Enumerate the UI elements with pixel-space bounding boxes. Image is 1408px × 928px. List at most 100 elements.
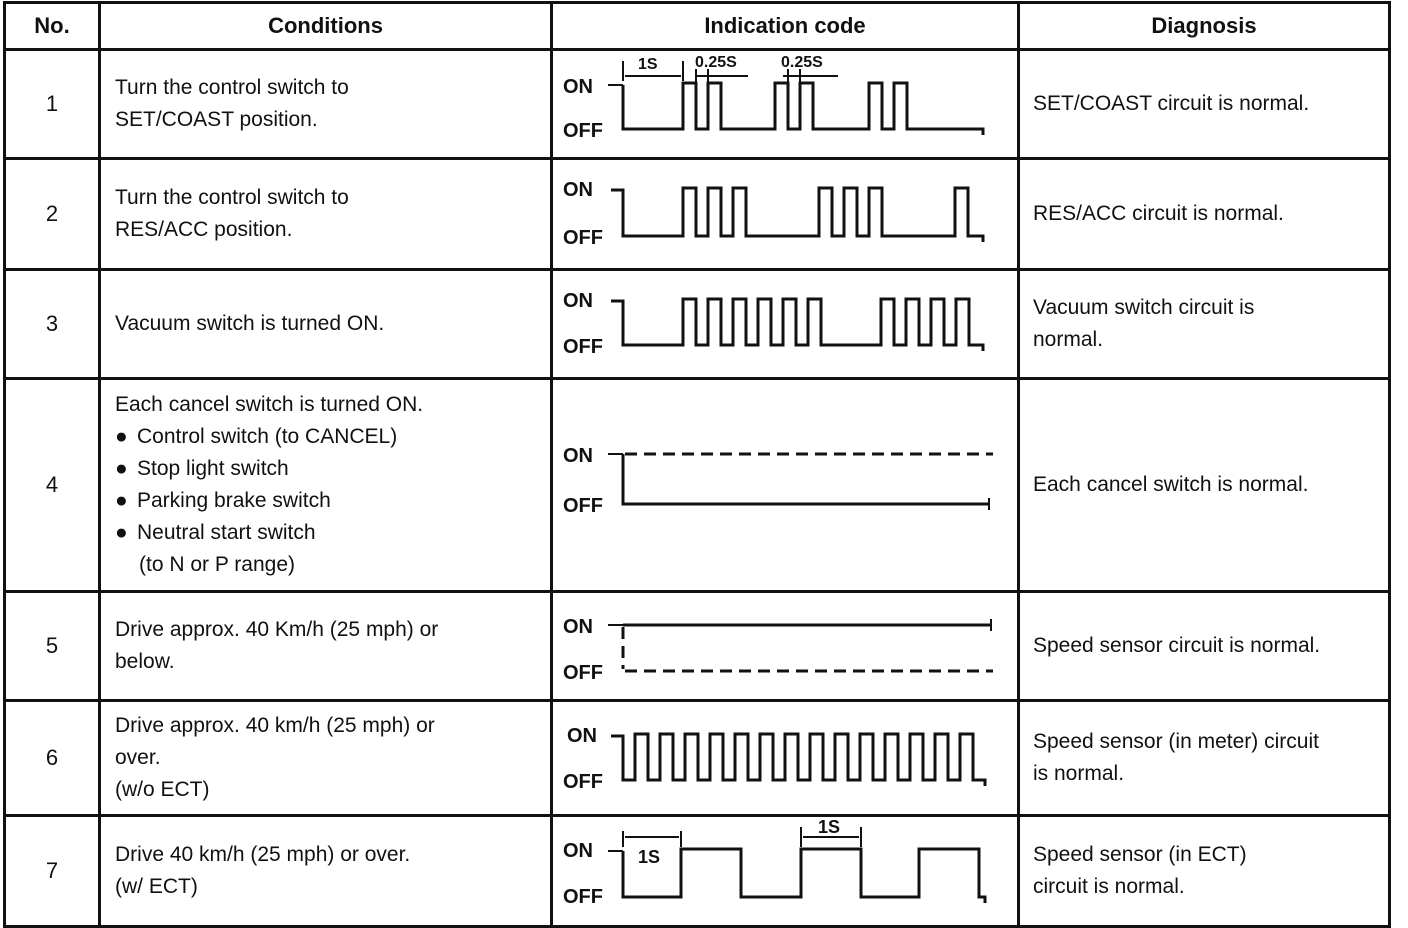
condition-line: Turn the control switch to	[115, 186, 349, 209]
condition-line: Drive approx. 40 km/h (25 mph) or	[115, 714, 435, 737]
timing-quarter-label: 0.25S	[695, 54, 737, 71]
off-label: OFF	[563, 495, 603, 517]
condition-bullet: ● Stop light switch	[115, 453, 550, 485]
on-label: ON	[563, 76, 593, 98]
bullet-text: Parking brake switch	[137, 489, 331, 512]
off-label: OFF	[563, 227, 603, 249]
diagnosis-line: Each cancel switch is normal.	[1033, 473, 1309, 496]
bullet-icon: ●	[115, 457, 128, 480]
indication-cell: ON OFF 1S 0.25S 0.25S	[550, 48, 1020, 160]
diagnosis-line: Speed sensor circuit is normal.	[1033, 634, 1321, 657]
condition-line: RES/ACC position.	[115, 218, 293, 241]
condition-line: SET/COAST position.	[115, 108, 318, 131]
table-row: 3 Vacuum switch is turned ON. ON OFF Vac…	[3, 268, 1391, 380]
row-number: 5	[3, 590, 101, 702]
on-label: ON	[563, 290, 593, 312]
header-no: No.	[3, 1, 101, 51]
timing-1s-label: 1S	[818, 817, 840, 837]
indication-cell: ON OFF	[550, 590, 1020, 702]
on-label: ON	[563, 840, 593, 862]
timing-1s-label: 1S	[638, 56, 658, 73]
row-number: 3	[3, 268, 101, 380]
diagnosis-line: RES/ACC circuit is normal.	[1033, 202, 1284, 225]
on-label: ON	[563, 445, 593, 467]
waveform-vacuum: ON OFF	[563, 290, 985, 358]
table-row: 5 Drive approx. 40 Km/h (25 mph) or belo…	[3, 590, 1391, 702]
indication-cell: ON OFF 1S 1S	[550, 814, 1020, 928]
condition-line: Drive approx. 40 Km/h (25 mph) or	[115, 618, 439, 641]
timing-quarter-label: 0.25S	[781, 54, 823, 71]
on-label: ON	[567, 725, 597, 747]
off-label: OFF	[563, 120, 603, 142]
diagnosis-cell: Speed sensor circuit is normal.	[1017, 590, 1391, 702]
row-number: 7	[3, 814, 101, 928]
condition-bullet: ● Neutral start switch	[115, 517, 550, 549]
row-number: 1	[3, 48, 101, 160]
waveform-speed-below: ON OFF	[563, 616, 993, 684]
condition-bullet: ●Control switch (to CANCEL)	[115, 421, 550, 453]
diagnosis-cell: Each cancel switch is normal.	[1017, 377, 1391, 593]
indication-cell: ON OFF	[550, 268, 1020, 380]
diagnosis-table: No. Conditions Indication code Diagnosis…	[3, 1, 1391, 928]
condition-cell: Vacuum switch is turned ON.	[98, 268, 553, 380]
bullet-text: Control switch (to CANCEL)	[137, 425, 398, 448]
off-label: OFF	[563, 336, 603, 358]
diagnosis-line: Speed sensor (in meter) circuit	[1033, 730, 1319, 753]
condition-cell: Drive approx. 40 km/h (25 mph) or over. …	[98, 699, 553, 817]
row-number: 6	[3, 699, 101, 817]
waveform-cancel: ON OFF	[563, 445, 993, 517]
condition-line: (w/ ECT)	[115, 875, 198, 898]
diagnosis-cell: Speed sensor (in meter) circuit is norma…	[1017, 699, 1391, 817]
diagnosis-line: Speed sensor (in ECT)	[1033, 843, 1247, 866]
condition-cell: Drive approx. 40 Km/h (25 mph) or below.	[98, 590, 553, 702]
waveform-speed-ect: ON OFF 1S 1S	[563, 817, 987, 908]
waveform-set-coast: ON OFF 1S 0.25S 0.25S	[563, 54, 985, 142]
bullet-text: Stop light switch	[137, 457, 289, 480]
header-diagnosis: Diagnosis	[1017, 1, 1391, 51]
timing-1s-label: 1S	[638, 847, 660, 867]
condition-line: (w/o ECT)	[115, 778, 210, 801]
condition-cell: Turn the control switch to SET/COAST pos…	[98, 48, 553, 160]
indication-cell: ON OFF	[550, 377, 1020, 593]
diagnosis-cell: Speed sensor (in ECT) circuit is normal.	[1017, 814, 1391, 928]
condition-cell: Drive 40 km/h (25 mph) or over. (w/ ECT)	[98, 814, 553, 928]
condition-line: Drive 40 km/h (25 mph) or over.	[115, 843, 411, 866]
condition-cell: Each cancel switch is turned ON. ●Contro…	[98, 377, 553, 593]
waveform-speed-over: ON OFF	[563, 725, 987, 793]
table-row: 1 Turn the control switch to SET/COAST p…	[3, 48, 1391, 160]
header-row: No. Conditions Indication code Diagnosis	[3, 1, 1391, 51]
diagnosis-line: normal.	[1033, 328, 1104, 351]
bullet-text: Neutral start switch	[137, 521, 316, 544]
condition-line: Each cancel switch is turned ON.	[115, 393, 424, 416]
diagnosis-cell: RES/ACC circuit is normal.	[1017, 157, 1391, 271]
off-label: OFF	[563, 771, 603, 793]
condition-line: (to N or P range)	[139, 553, 296, 576]
on-label: ON	[563, 179, 593, 201]
diagnosis-line: circuit is normal.	[1033, 875, 1185, 898]
condition-line: below.	[115, 650, 175, 673]
indication-cell: ON OFF	[550, 699, 1020, 817]
table-row: 2 Turn the control switch to RES/ACC pos…	[3, 157, 1391, 271]
table-row: 4 Each cancel switch is turned ON. ●Cont…	[3, 377, 1391, 593]
condition-bullet: ● Parking brake switch	[115, 485, 550, 517]
diagnosis-line: is normal.	[1033, 762, 1125, 785]
diagnosis-cell: SET/COAST circuit is normal.	[1017, 48, 1391, 160]
indication-cell: ON OFF	[550, 157, 1020, 271]
off-label: OFF	[563, 662, 603, 684]
row-number: 2	[3, 157, 101, 271]
bullet-icon: ●	[115, 521, 128, 544]
condition-cell: Turn the control switch to RES/ACC posit…	[98, 157, 553, 271]
row-number: 4	[3, 377, 101, 593]
waveform-res-acc: ON OFF	[563, 179, 985, 249]
diagnosis-line: Vacuum switch circuit is	[1033, 296, 1255, 319]
header-conditions: Conditions	[98, 1, 553, 51]
condition-line: Vacuum switch is turned ON.	[115, 312, 385, 335]
condition-line: Turn the control switch to	[115, 76, 349, 99]
header-indication-code: Indication code	[550, 1, 1020, 51]
bullet-icon: ●	[115, 489, 128, 512]
off-label: OFF	[563, 886, 603, 908]
table-row: 6 Drive approx. 40 km/h (25 mph) or over…	[3, 699, 1391, 817]
condition-line: over.	[115, 746, 161, 769]
table-row: 7 Drive 40 km/h (25 mph) or over. (w/ EC…	[3, 814, 1391, 928]
diagnosis-cell: Vacuum switch circuit is normal.	[1017, 268, 1391, 380]
